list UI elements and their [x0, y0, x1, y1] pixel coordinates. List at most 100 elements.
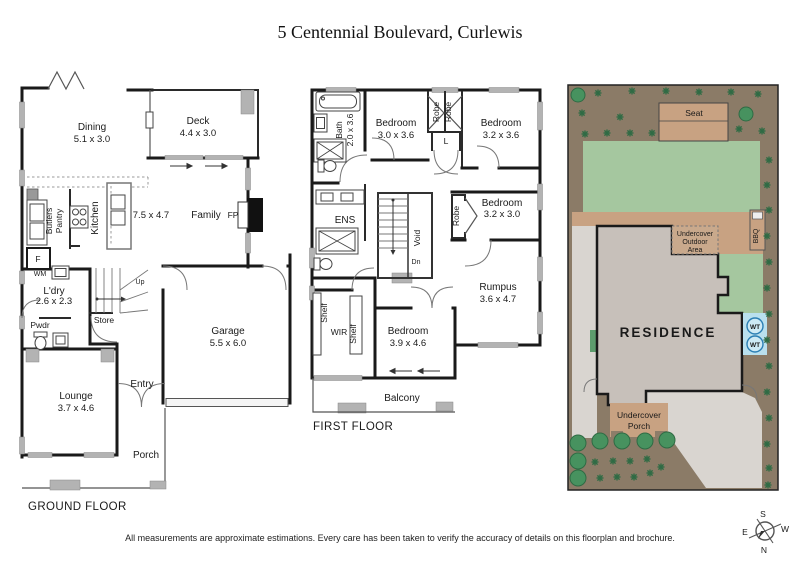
compass-e: E	[742, 527, 748, 537]
pwdr-label: Pwdr	[30, 320, 50, 330]
up-label: Up	[136, 279, 145, 286]
first-stairs	[377, 192, 433, 279]
ens-toilet-icon	[313, 257, 333, 271]
ground-windows	[19, 89, 255, 491]
shelf2-label: Shelf	[348, 324, 358, 344]
compass-n: N	[761, 545, 767, 555]
garage-label: Garage	[211, 326, 245, 337]
fireplace-icon	[237, 198, 263, 232]
ground-stairs	[95, 268, 149, 314]
undercover-porch: Undercover Porch	[610, 403, 668, 437]
dining-dims: 5.1 x 3.0	[74, 134, 110, 145]
ens-label: ENS	[335, 215, 356, 226]
fp-label: FP	[228, 210, 239, 220]
deck-dims: 4.4 x 3.0	[180, 128, 216, 139]
ground-floor-plan: Dining 5.1 x 3.0 Deck 4.4 x 3.0 Kitchen …	[19, 70, 292, 513]
bath-basin-icon	[313, 113, 328, 133]
compass-s: S	[760, 509, 766, 519]
garden-bed-strip	[590, 330, 598, 352]
wt1-label: WT	[750, 324, 760, 331]
bathtub-icon	[315, 91, 361, 112]
kitchen-bench	[26, 176, 149, 246]
ground-walls	[20, 70, 292, 489]
bbq-label: BBQ	[753, 228, 760, 243]
bed1-dims: 3.0 x 3.6	[378, 130, 414, 141]
driveway	[646, 392, 762, 488]
wt2-label: WT	[750, 342, 760, 349]
cooktop-icon	[69, 205, 89, 229]
ldry-dims: 2.6 x 2.3	[36, 296, 72, 307]
site-plan: Seat Undercover Outdoor Area BBQ RESIDEN…	[567, 84, 779, 491]
site-porch-label-1: Undercover	[617, 410, 661, 420]
porch-label: Porch	[133, 450, 159, 461]
family-label: Family	[191, 210, 220, 221]
bath-shower-icon	[313, 138, 347, 163]
site-doors	[583, 378, 758, 401]
entry-label: Entry	[130, 379, 153, 390]
bath-label: Bath	[334, 121, 344, 139]
robe1-label: Robe	[431, 102, 441, 123]
ens-shower-icon	[315, 227, 359, 255]
first-windows	[309, 87, 543, 414]
deck-label: Deck	[187, 116, 211, 127]
page-title: 5 Centennial Boulevard, Curlewis	[277, 22, 523, 42]
linen-cupboard	[431, 131, 461, 151]
undercover-outdoor-area: Undercover Outdoor Area	[671, 225, 719, 255]
uoa-label-2: Outdoor	[682, 239, 708, 246]
balcony-slider-arrows	[388, 367, 440, 375]
deck-slider-arrows	[170, 162, 229, 170]
ground-doors	[21, 265, 287, 408]
wm-label: WM	[34, 271, 47, 278]
robe2-label: Robe	[443, 102, 453, 123]
lawn-back	[583, 141, 760, 212]
site-porch-label-2: Porch	[628, 421, 650, 431]
disclaimer-text: All measurements are approximate estimat…	[125, 533, 675, 543]
powder-basin-icon	[52, 332, 69, 348]
bed1-label: Bedroom	[376, 118, 417, 129]
store-label: Store	[94, 315, 115, 325]
lounge-dims: 3.7 x 4.6	[58, 403, 94, 414]
timber-band	[572, 212, 763, 226]
fridge-label: F	[35, 254, 40, 264]
uoa-label-1: Undercover	[677, 231, 714, 238]
butlers-label: Butlers	[44, 208, 54, 234]
island-bench	[106, 182, 132, 250]
kitchen-family-dims: 7.5 x 4.7	[133, 210, 169, 221]
rumpus-label: Rumpus	[479, 282, 516, 293]
dn-label: Dn	[412, 259, 421, 266]
bed2-label: Bedroom	[481, 118, 522, 129]
lounge-label: Lounge	[59, 391, 93, 402]
pantry-label: Pantry	[54, 208, 64, 233]
deck-bench	[145, 111, 154, 129]
first-doors	[339, 137, 500, 309]
bath-dims: 2.0 x 3.6	[345, 113, 355, 146]
kitchen-label: Kitchen	[90, 201, 101, 234]
ldry-label: L'dry	[43, 286, 64, 297]
rumpus-dims: 3.6 x 4.7	[480, 294, 516, 305]
void-label: Void	[412, 229, 422, 246]
first-floor-plan: Bath 2.0 x 3.6 Bedroom 3.0 x 3.6 Robe Ro…	[309, 87, 543, 433]
bed3-dims: 3.2 x 3.0	[484, 209, 520, 220]
trees	[569, 87, 754, 487]
fridge-box	[26, 247, 51, 270]
first-floor-title: FIRST FLOOR	[313, 421, 393, 433]
residence-label: RESIDENCE	[620, 325, 717, 340]
bath-toilet-icon	[317, 159, 337, 173]
compass: S E W N	[742, 509, 789, 555]
compass-w: W	[781, 524, 789, 534]
seat-label: Seat	[685, 108, 703, 118]
bed3-label: Bedroom	[482, 198, 523, 209]
bed2-dims: 3.2 x 3.6	[483, 130, 519, 141]
water-tanks: WT WT	[743, 313, 767, 355]
robe3-bifold	[451, 194, 478, 239]
first-walls	[310, 88, 542, 380]
shelf1-label: Shelf	[319, 303, 329, 323]
seat-structure: Seat	[658, 102, 729, 142]
robe-bifold-doors	[427, 91, 463, 133]
garage-dims: 5.5 x 6.0	[210, 338, 246, 349]
toilet-icon	[33, 331, 48, 350]
ground-floor-title: GROUND FLOOR	[28, 501, 127, 513]
bbq-area: BBQ	[749, 209, 766, 251]
dining-label: Dining	[78, 122, 106, 133]
